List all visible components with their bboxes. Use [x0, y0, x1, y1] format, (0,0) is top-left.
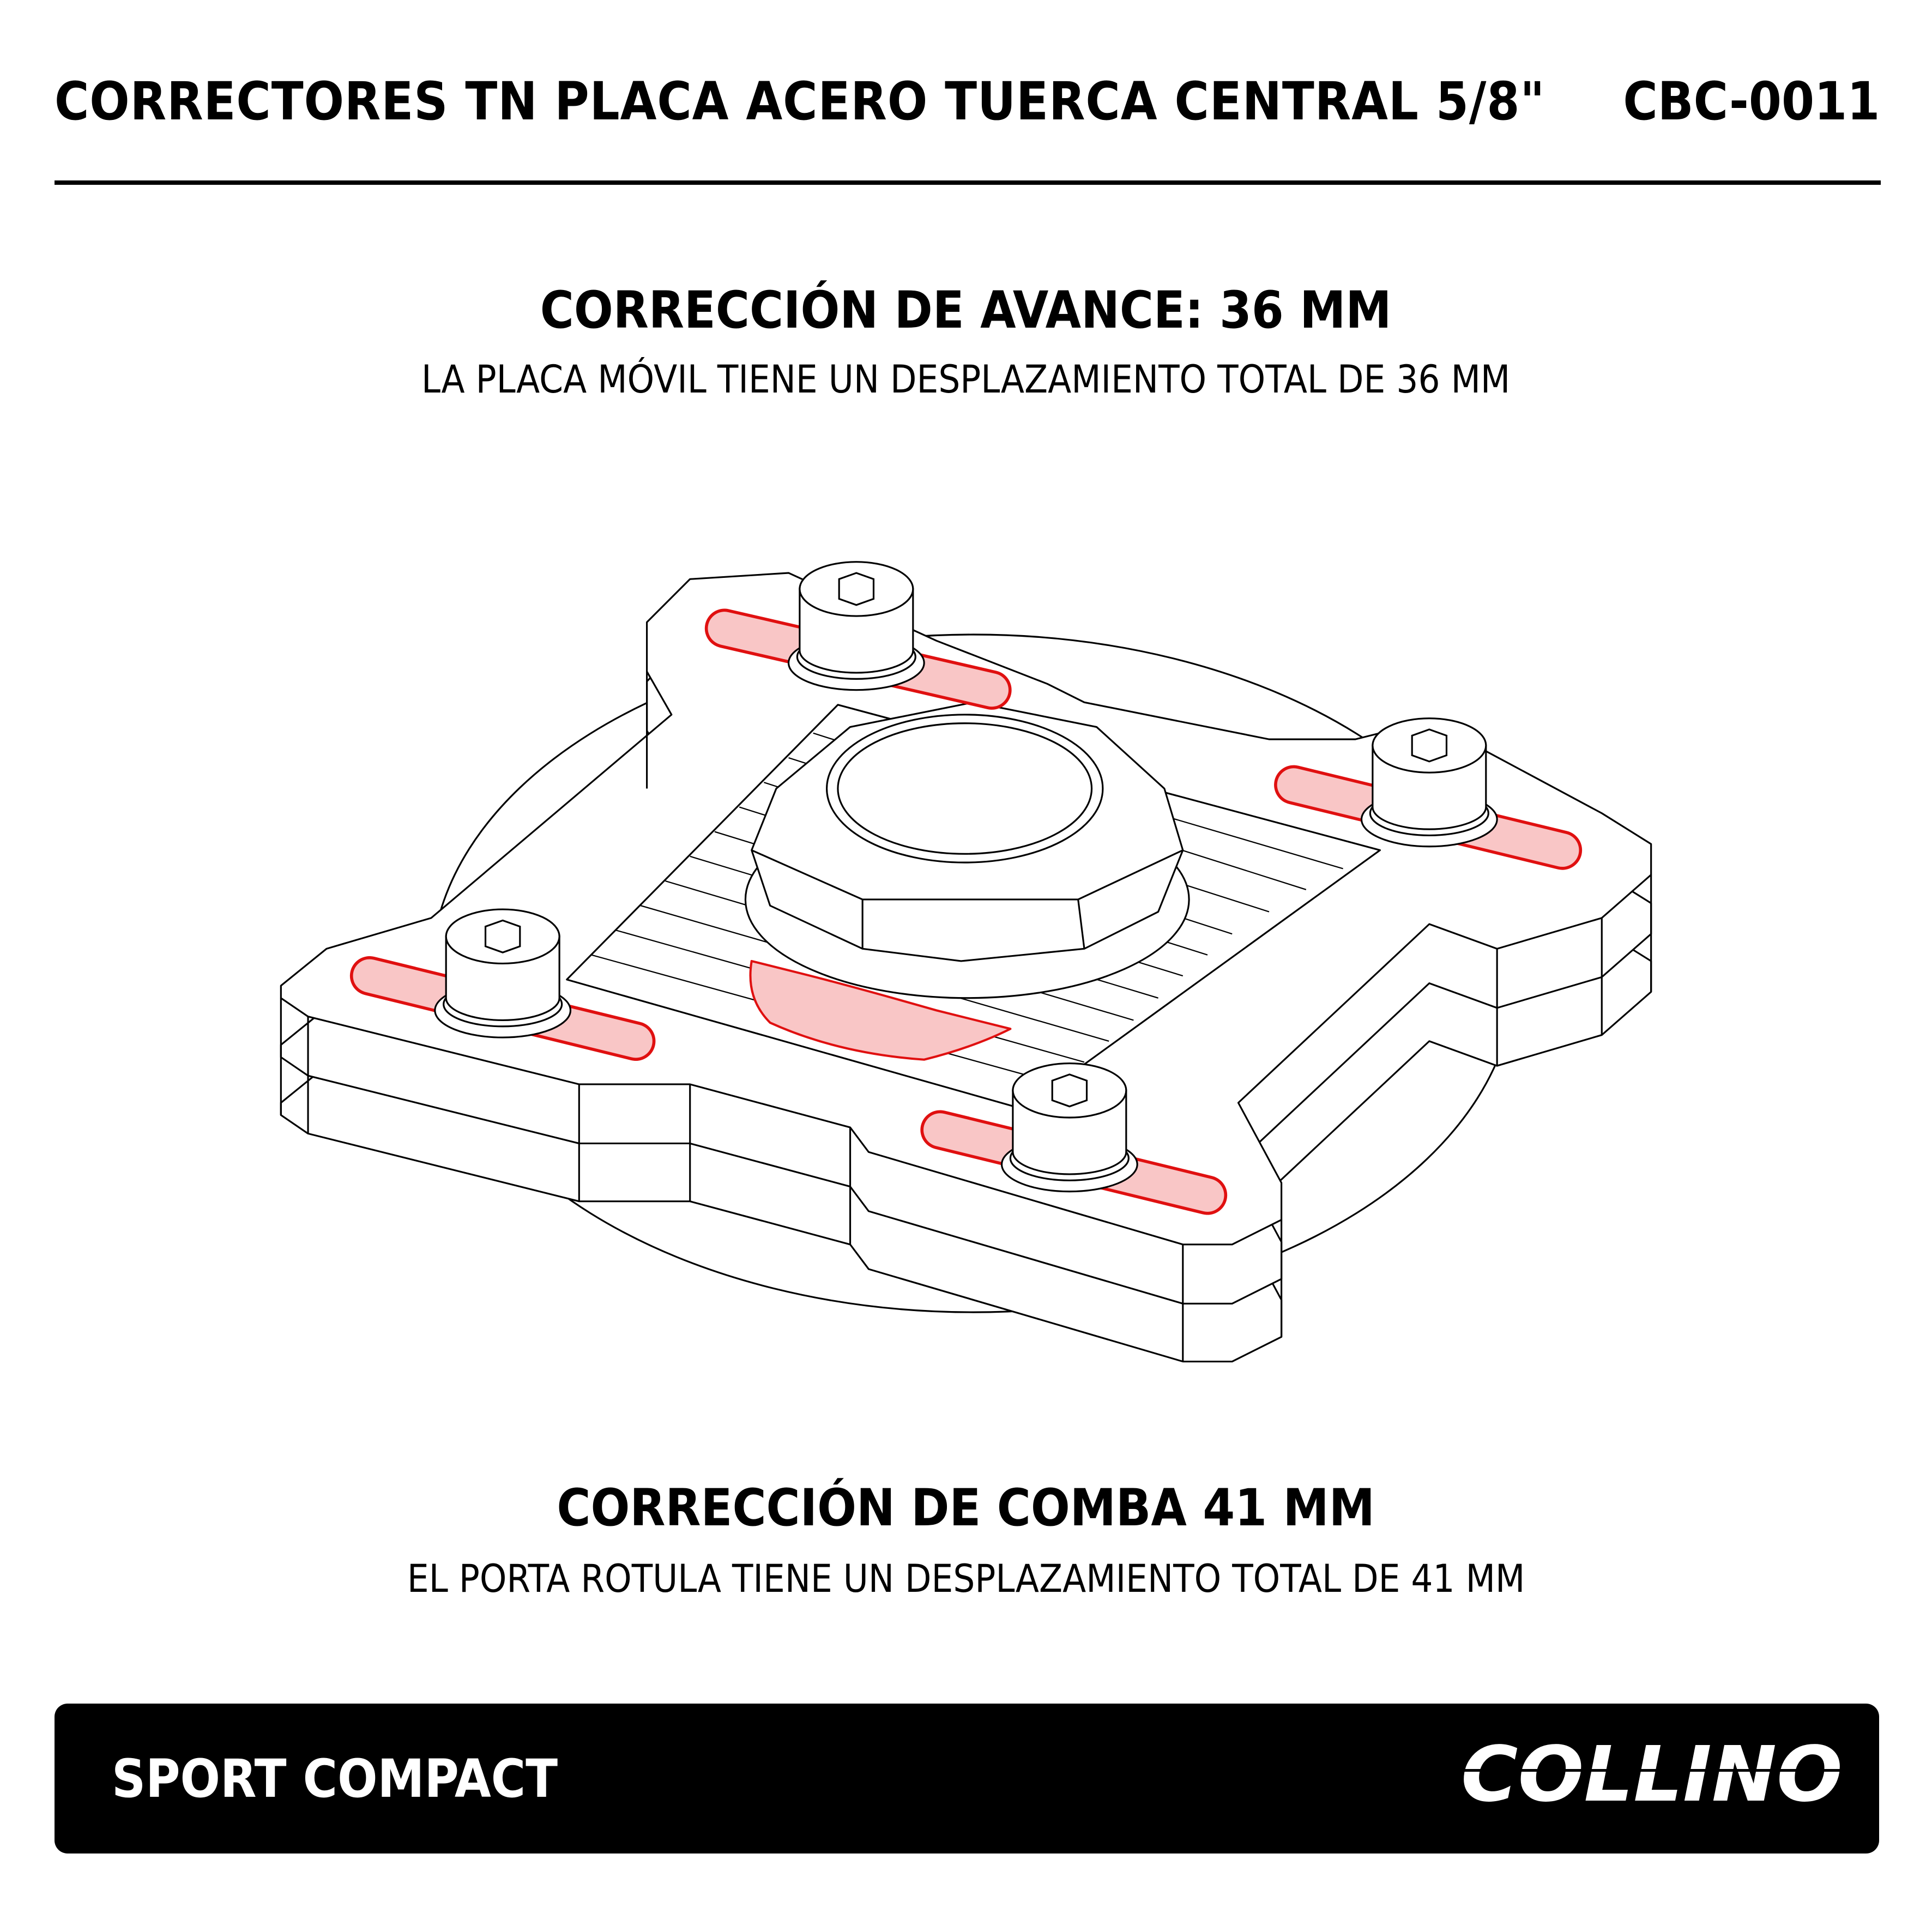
nut-cap — [826, 714, 1104, 864]
caster-heading: CORRECCIÓN DE AVANCE: 36 MM — [540, 281, 1392, 340]
header-divider — [55, 180, 1881, 185]
collino-logo: COLLINO — [1456, 1736, 1848, 1813]
product-title: CORRECTORES TN PLACA ACERO TUERCA CENTRA… — [55, 71, 1545, 132]
footer-bar: SPORT COMPACT COLLINO — [55, 1704, 1879, 1853]
camber-heading: CORRECCIÓN DE COMBA 41 MM — [557, 1478, 1375, 1538]
product-code: CBC-0011 — [1623, 71, 1880, 132]
bolt-icon — [1360, 717, 1498, 848]
svg-text:COLLINO: COLLINO — [1461, 1736, 1843, 1813]
bolt-icon — [434, 908, 572, 1039]
camber-description: EL PORTA ROTULA TIENE UN DESPLAZAMIENTO … — [407, 1556, 1525, 1601]
caster-description: LA PLACA MÓVIL TIENE UN DESPLAZAMIENTO T… — [421, 357, 1511, 402]
bolt-icon — [787, 561, 925, 691]
footer-category: SPORT COMPACT — [112, 1748, 558, 1809]
bolt-icon — [1000, 1062, 1138, 1193]
